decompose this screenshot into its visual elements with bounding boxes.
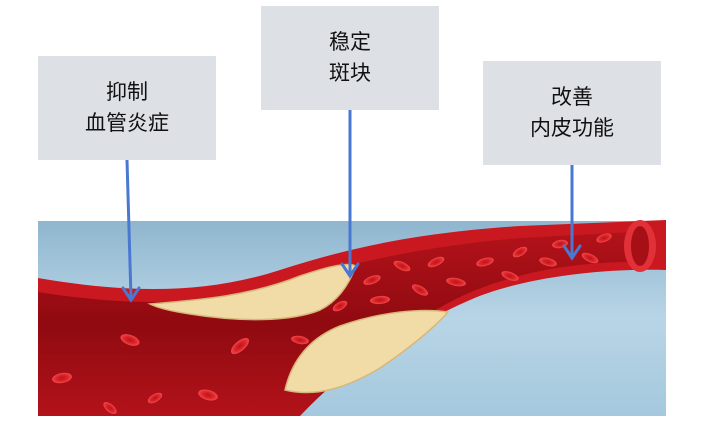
red-blood-cell — [596, 233, 612, 243]
red-blood-cell — [291, 335, 309, 345]
label-line: 抑制 — [106, 80, 148, 104]
red-blood-cell — [52, 372, 72, 384]
label-line: 内皮功能 — [530, 116, 614, 140]
red-blood-cell — [363, 275, 381, 285]
red-blood-cell — [411, 284, 429, 296]
red-blood-cell — [147, 392, 163, 404]
red-blood-cell — [512, 246, 528, 258]
arrow-down-icon — [125, 158, 133, 300]
red-blood-cell — [332, 300, 348, 312]
red-blood-cell — [539, 257, 557, 267]
red-blood-cell — [230, 337, 250, 355]
red-blood-cell — [103, 402, 117, 414]
label-box-improve-endothelium: 改善 内皮功能 — [483, 61, 661, 165]
atherosclerotic-plaque — [284, 309, 450, 394]
vessel-lumen — [38, 232, 632, 416]
label-box-inhibit-inflammation: 抑制 血管炎症 — [38, 56, 216, 160]
red-blood-cell — [120, 334, 140, 346]
red-blood-cell — [427, 256, 445, 268]
red-blood-cell-group — [52, 233, 612, 414]
red-blood-cell — [501, 271, 519, 281]
red-blood-cell — [370, 295, 390, 305]
label-line: 血管炎症 — [85, 111, 169, 135]
red-blood-cell — [581, 252, 599, 264]
red-blood-cell — [446, 277, 466, 287]
label-box-stabilize-plaque: 稳定 斑块 — [261, 6, 439, 110]
arrow-group — [121, 108, 582, 303]
atherosclerotic-plaque — [147, 263, 357, 321]
red-blood-cell — [198, 389, 218, 401]
label-line: 稳定 — [329, 30, 371, 54]
red-blood-cell — [393, 260, 411, 272]
label-line: 斑块 — [329, 61, 371, 85]
label-line: 改善 — [551, 85, 593, 109]
red-blood-cell — [476, 257, 494, 267]
